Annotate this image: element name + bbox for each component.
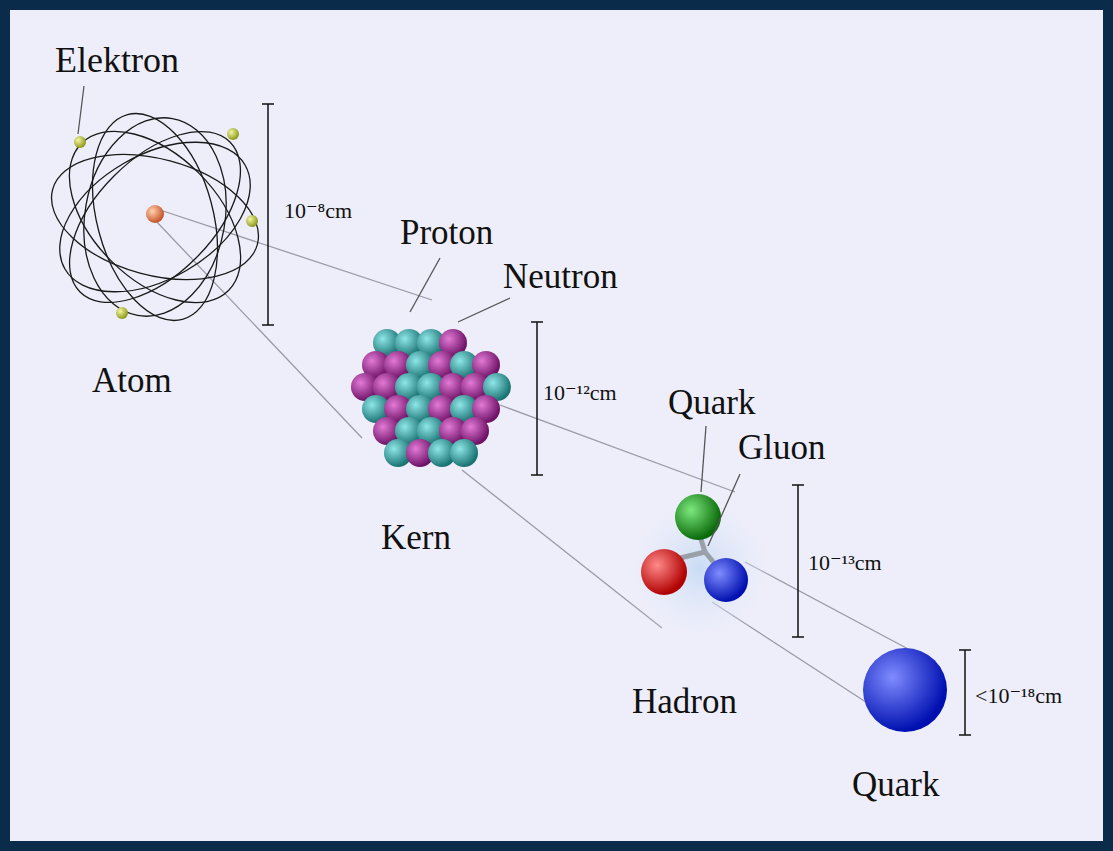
level-label: Quark	[852, 765, 939, 805]
nucleus-cluster	[351, 329, 511, 467]
hadron-glow	[620, 488, 780, 648]
quark-large	[863, 648, 947, 732]
neutron-sphere	[450, 439, 478, 467]
particle-label: Quark	[668, 383, 755, 423]
dimension-lines	[262, 104, 971, 735]
dimension-label: 10⁻⁸cm	[284, 198, 352, 223]
particle-label: Gluon	[738, 428, 826, 468]
dimension-label: <10⁻¹⁸cm	[975, 683, 1062, 708]
particle-label: Elektron	[55, 40, 179, 81]
quark-red	[641, 549, 687, 595]
quark-blue	[704, 558, 748, 602]
panel	[10, 10, 1103, 841]
atom-orbits	[34, 100, 276, 335]
electrons	[74, 128, 258, 319]
level-label: Atom	[92, 361, 172, 401]
dimension-label: 10⁻¹²cm	[543, 380, 617, 405]
particle-label: Proton	[400, 213, 493, 253]
leader-lines	[78, 86, 740, 546]
nucleus	[146, 205, 164, 223]
particle-label: Neutron	[503, 257, 618, 297]
level-label: Hadron	[632, 682, 737, 722]
level-label: Kern	[381, 518, 451, 558]
dimension-label: 10⁻¹³cm	[808, 550, 882, 575]
